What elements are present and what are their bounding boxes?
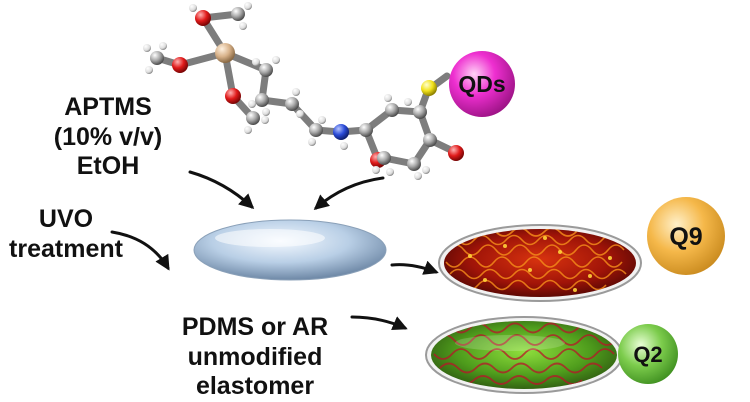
red-film-speckles (468, 236, 612, 292)
pdms-elastomer-label: PDMS or AR unmodified elastomer (150, 313, 360, 402)
red-film-texture (445, 229, 627, 291)
pdms-line-2: unmodified (187, 342, 323, 371)
arrow-substrate-to-red-film (390, 260, 439, 275)
aptms-label: APTMS (10% v/v) EtOH (28, 93, 188, 182)
film-red-q9 (438, 224, 642, 302)
pdms-line-1: PDMS or AR (181, 313, 329, 341)
arrow-pdms-to-green-film (350, 315, 408, 331)
q2-sphere: Q2 (618, 324, 678, 384)
q9-label: Q9 (669, 223, 702, 251)
uvo-line-1: UVO (38, 205, 94, 233)
molecule-model (143, 2, 464, 180)
aptms-line-3: EtOH (76, 152, 140, 180)
aptms-line-2: (10% v/v) (53, 122, 163, 151)
qds-label: QDs (458, 71, 505, 97)
arrow-aptms-to-substrate (188, 170, 255, 210)
q2-label: Q2 (633, 342, 662, 367)
elastomer-substrate (193, 219, 387, 281)
hydrogen-atoms (143, 2, 430, 180)
aptms-line-1: APTMS (64, 93, 152, 121)
qds-sphere: QDs (449, 51, 515, 117)
uvo-line-2: treatment (9, 234, 123, 263)
film-green-q2 (425, 316, 623, 394)
uvo-treatment-label: UVO treatment (0, 205, 132, 264)
arrow-molecule-to-substrate (313, 176, 385, 210)
pdms-line-3: elastomer (195, 372, 315, 400)
arrow-uvo-to-substrate (110, 230, 170, 271)
molecule-bonds (153, 10, 459, 168)
q9-sphere: Q9 (647, 197, 725, 275)
